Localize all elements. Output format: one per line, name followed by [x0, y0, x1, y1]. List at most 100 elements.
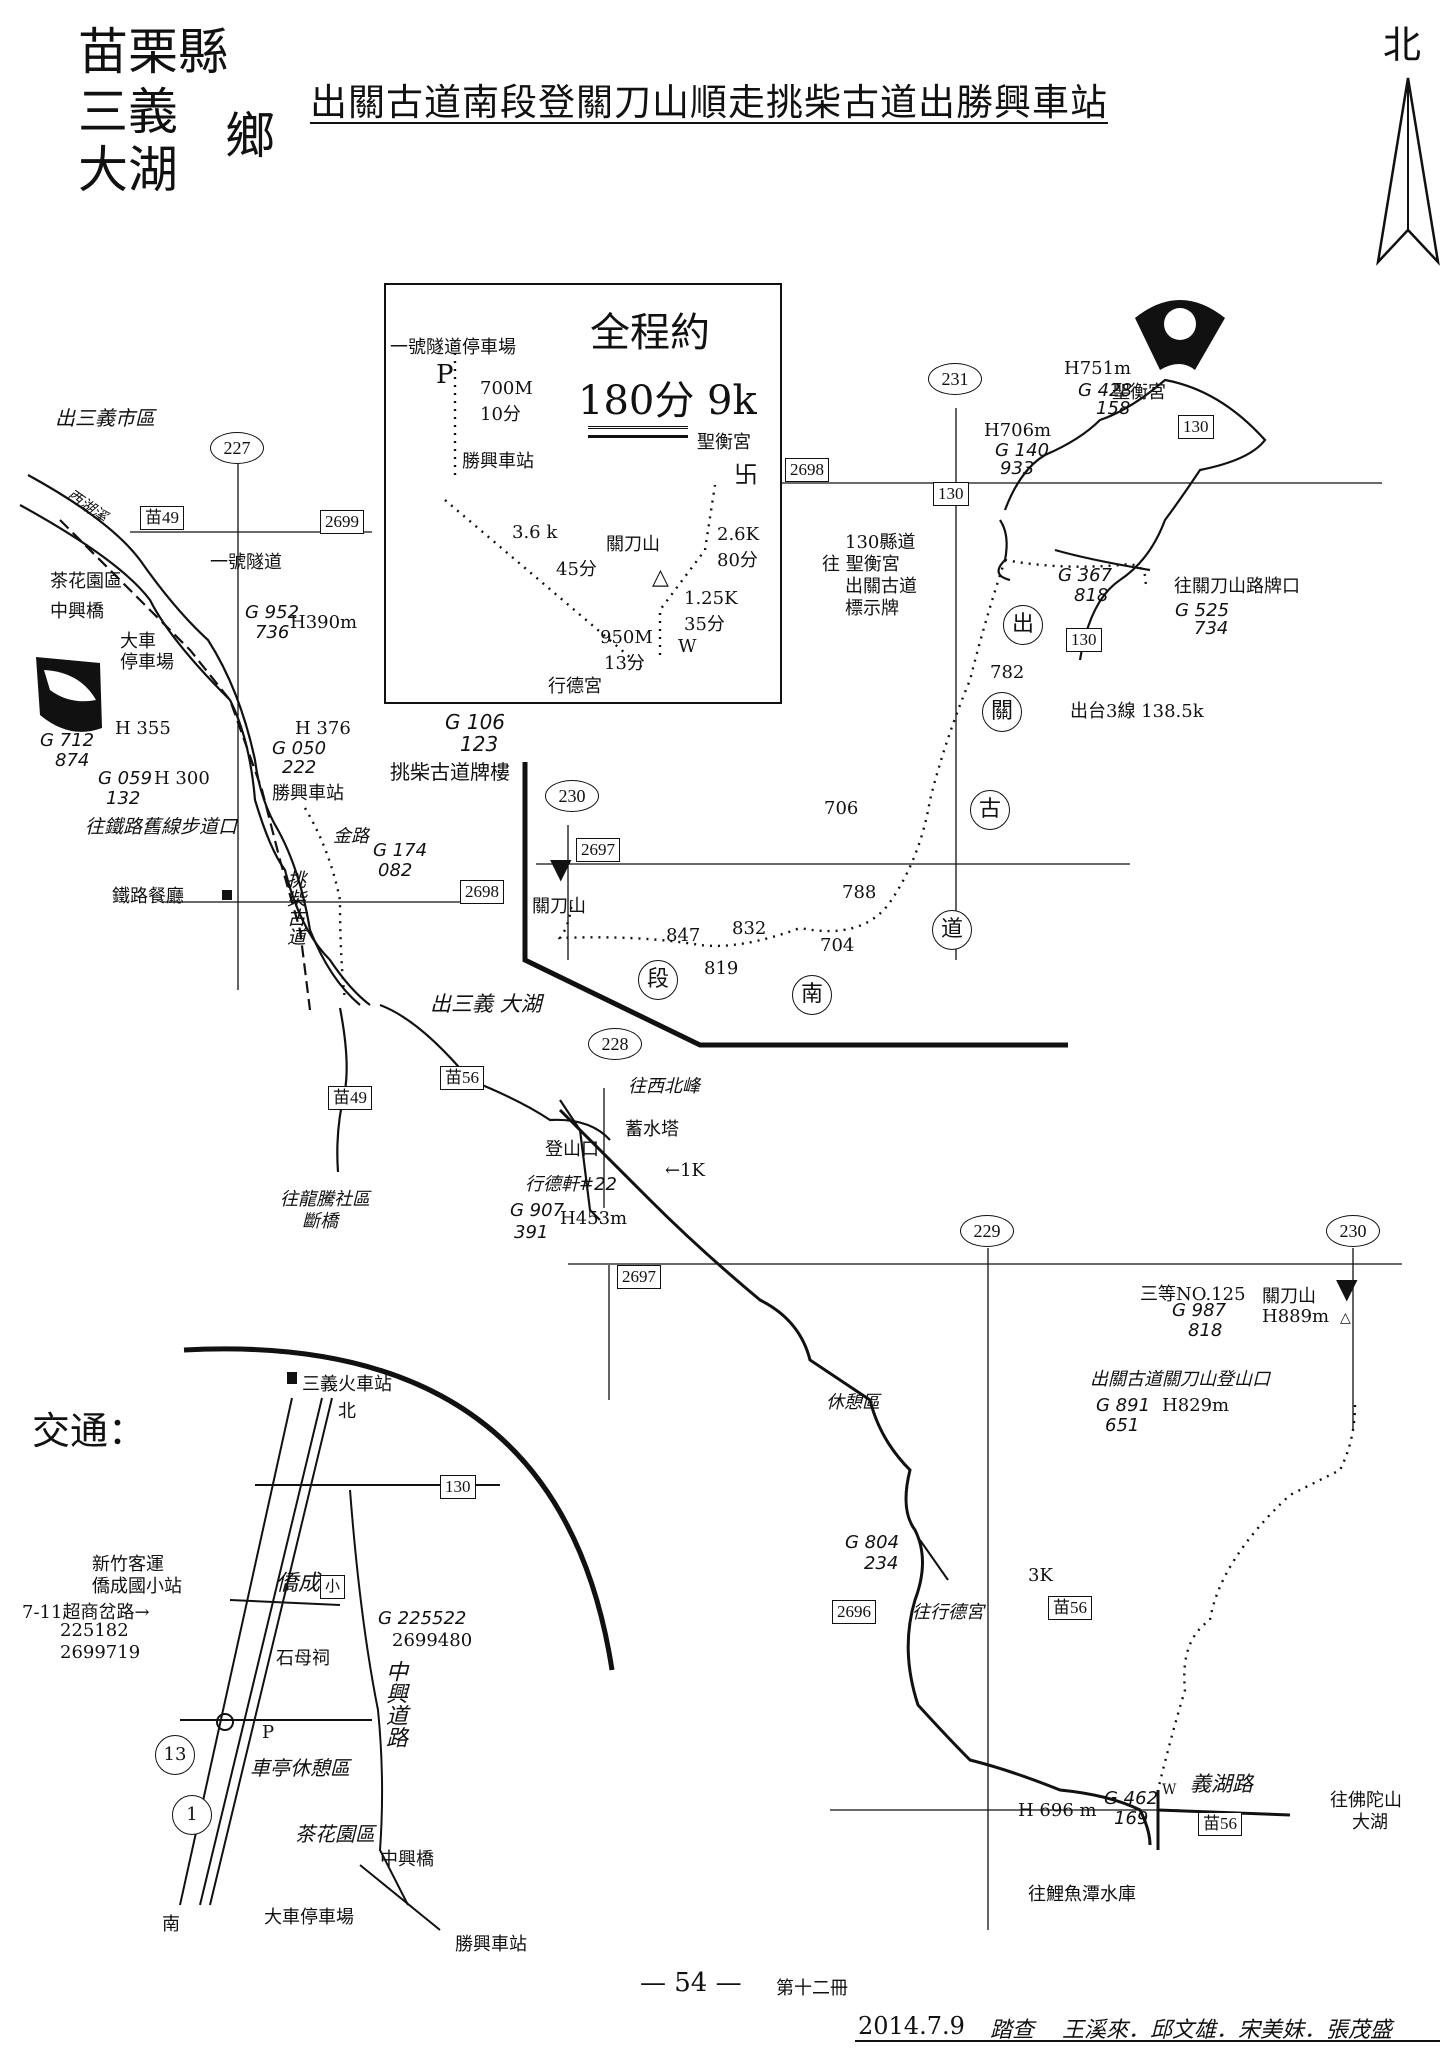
exit-rt3-label: 出台3線 138.5k — [1070, 701, 1204, 722]
gps-w4: G 050 — [272, 738, 327, 759]
elev-376: H 376 — [295, 718, 351, 739]
sign-line-3: 出關古道 — [845, 576, 917, 597]
sign-line-2: 往 聖衡宮 — [822, 554, 900, 575]
tiaochai-road-label: 挑柴古道 — [284, 870, 306, 946]
gps-c1b: 391 — [514, 1222, 549, 1243]
to-peak-sign-label: 往關刀山路牌口 — [1174, 576, 1300, 597]
gps-w2b: 874 — [55, 750, 90, 771]
transport-p-mark: P — [262, 1722, 275, 1743]
dotted-trails — [303, 345, 1357, 1791]
north-label: 北 — [1383, 23, 1422, 67]
grid-col-227: 227 — [210, 432, 264, 464]
ne-peak-label: 關刀山 — [532, 896, 586, 917]
elev-788: 788 — [842, 882, 877, 903]
inset-w-mark: W — [678, 636, 697, 657]
bus-parking-label-1: 大車 — [120, 631, 156, 652]
grid-col-229: 229 — [960, 1215, 1014, 1247]
inset-dist-top: 700M — [480, 378, 533, 399]
restaurant-marker-icon — [222, 890, 232, 900]
gps-ne4: G 525 — [1175, 600, 1230, 621]
inset-peak: 關刀山 — [606, 534, 660, 555]
yihu-road-label: 義湖路 — [1190, 1772, 1253, 1796]
gps-c2: G 804 — [845, 1532, 900, 1553]
exit-city-label: 出三義市區 — [55, 406, 155, 430]
sign-line-1: 130縣道 — [845, 532, 916, 553]
county-name: 苗栗縣 — [78, 23, 228, 81]
to-dahu-label: 大湖 — [1352, 1812, 1388, 1833]
elev-819: 819 — [704, 958, 739, 979]
zhongxing-bridge-label: 中興橋 — [50, 601, 104, 622]
gps-t1: G 225522 — [378, 1608, 467, 1629]
inset-p-mark: P — [436, 360, 454, 390]
gps-w3b: 132 — [106, 788, 141, 809]
tiaochai-sign-label: 挑柴古道牌樓 — [390, 760, 510, 784]
gps-se2b: 651 — [1105, 1415, 1140, 1436]
survey-label: 踏查 — [990, 2018, 1035, 2043]
cheng-rest-label: 車亭休憩區 — [250, 1756, 350, 1780]
elev-390: H390m — [290, 612, 358, 633]
road-1: 1 — [172, 1795, 212, 1835]
transport-heading: 交通： — [32, 1409, 147, 1453]
gps-w4b: 222 — [282, 757, 317, 778]
township-suffix: 鄉 — [225, 107, 275, 165]
gps-se3b: 169 — [1114, 1808, 1149, 1829]
gps-w6: G 174 — [373, 840, 428, 861]
restaurant-label: 鐵路餐廳 — [112, 886, 184, 907]
water-tower-label: 蓄水塔 — [625, 1119, 679, 1140]
inset-temple: 聖衡宮 — [697, 432, 751, 453]
township-a: 三義 — [78, 83, 178, 141]
gps-ne2: G 140 — [995, 440, 1050, 461]
gps-se1: G 987 — [1172, 1300, 1227, 1321]
route-char-2: 關 — [982, 692, 1022, 732]
se-trailhead-label: 出關古道關刀山登山口 — [1090, 1369, 1270, 1390]
sign-line-4: 標示牌 — [845, 598, 899, 619]
inset-total-value: 180分 9k — [578, 378, 757, 424]
transport-south-label: 南 — [162, 1914, 180, 1935]
elev-704: 704 — [820, 935, 855, 956]
bus-line-1: 新竹客運 — [92, 1554, 164, 1575]
grid-col-230-b: 230 — [1326, 1215, 1380, 1247]
page-title: 出關古道南段登關刀山順走挑柴古道出勝興車站 — [310, 81, 1108, 124]
grid-row-2697-b: 2697 — [617, 1265, 661, 1289]
three-k-label: 3K — [1028, 1565, 1053, 1586]
road-130-a: 130 — [1178, 415, 1214, 439]
gps-w5: G 106 — [445, 710, 506, 734]
gps-c1: G 907 — [510, 1200, 565, 1221]
inset-seg-left-dist: 3.6 k — [512, 522, 558, 543]
seven-eleven-label: 7-11超商岔路→ — [22, 1602, 150, 1623]
gps-c2b: 234 — [864, 1553, 899, 1574]
road-130-b: 130 — [933, 482, 969, 506]
tea-garden-label: 茶花園區 — [50, 571, 122, 592]
elev-782: 782 — [990, 662, 1025, 683]
to-xibei-label: 往西北峰 — [628, 1076, 700, 1097]
triangulation-label: 三等NO.125 — [1140, 1284, 1246, 1305]
qiaocheng-school-box: 小 — [320, 1575, 346, 1599]
road-miao56-b: 苗56 — [1048, 1596, 1092, 1620]
survey-date: 2014.7.9 — [858, 2012, 965, 2040]
longteng-label-2: 斷橋 — [302, 1211, 338, 1232]
gps-w1: G 952 — [245, 602, 300, 623]
gps-se3: G 462 — [1104, 1788, 1159, 1809]
to-fotuo-label: 往佛陀山 — [1330, 1790, 1402, 1811]
gps-ne3: G 367 — [1058, 565, 1113, 586]
rest-area-label: 休憩區 — [826, 1392, 880, 1413]
elev-453: H453m — [560, 1208, 628, 1229]
gps-ne1: G 428 — [1078, 380, 1133, 401]
gps-w2: G 712 — [40, 730, 95, 751]
elev-300: H 300 — [154, 768, 210, 789]
inset-parking: 一號隧道停車場 — [390, 337, 516, 358]
peak-triangle-icon: △ — [652, 565, 669, 590]
to-liyu-label: 往鯉魚潭水庫 — [1028, 1884, 1136, 1905]
tunnel-label: 一號隧道 — [210, 552, 282, 573]
inset-seg-left-time: 45分 — [556, 559, 597, 580]
elev-706: H706m — [984, 420, 1052, 441]
elev-706b: 706 — [824, 798, 859, 819]
elev-829: H829m — [1162, 1395, 1230, 1416]
elev-355: H 355 — [115, 718, 171, 739]
gps-se1b: 818 — [1188, 1320, 1223, 1341]
inset-total-label: 全程約 — [590, 310, 710, 356]
grid-row-2696: 2696 — [832, 1600, 876, 1624]
gps-ne4b: 734 — [1194, 618, 1229, 639]
gps-w1b: 736 — [255, 622, 290, 643]
page-number: — 54 — — [640, 1968, 742, 1998]
